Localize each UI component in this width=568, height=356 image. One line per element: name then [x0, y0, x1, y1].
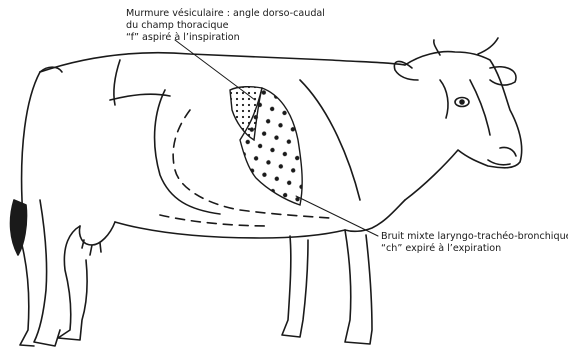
- horn-right: [478, 38, 498, 54]
- annotation-lower: Bruit mixte laryngo-trachéo-bronchique “…: [381, 231, 568, 255]
- annotation-upper-line-2: du champ thoracique: [126, 20, 325, 32]
- head-outline: [405, 52, 522, 200]
- tail-switch: [11, 200, 27, 255]
- annotation-upper: Murmure vésiculaire : angle dorso-caudal…: [126, 8, 325, 44]
- muzzle: [500, 147, 516, 156]
- ear-right: [490, 67, 516, 85]
- field-limit-line: [160, 215, 270, 226]
- dewlap: [345, 200, 405, 231]
- annotation-lower-line-2: “ch” expiré à l’expiration: [381, 243, 568, 255]
- annotation-lower-line-1: Bruit mixte laryngo-trachéo-bronchique: [381, 231, 568, 243]
- front-leg-right: [345, 230, 372, 344]
- front-leg-left: [282, 236, 308, 337]
- back-outline: [40, 53, 405, 72]
- annotation-upper-line-3: “f” aspiré à l’inspiration: [126, 32, 325, 44]
- udder: [80, 222, 116, 245]
- annotation-upper-line-1: Murmure vésiculaire : angle dorso-caudal: [126, 8, 325, 20]
